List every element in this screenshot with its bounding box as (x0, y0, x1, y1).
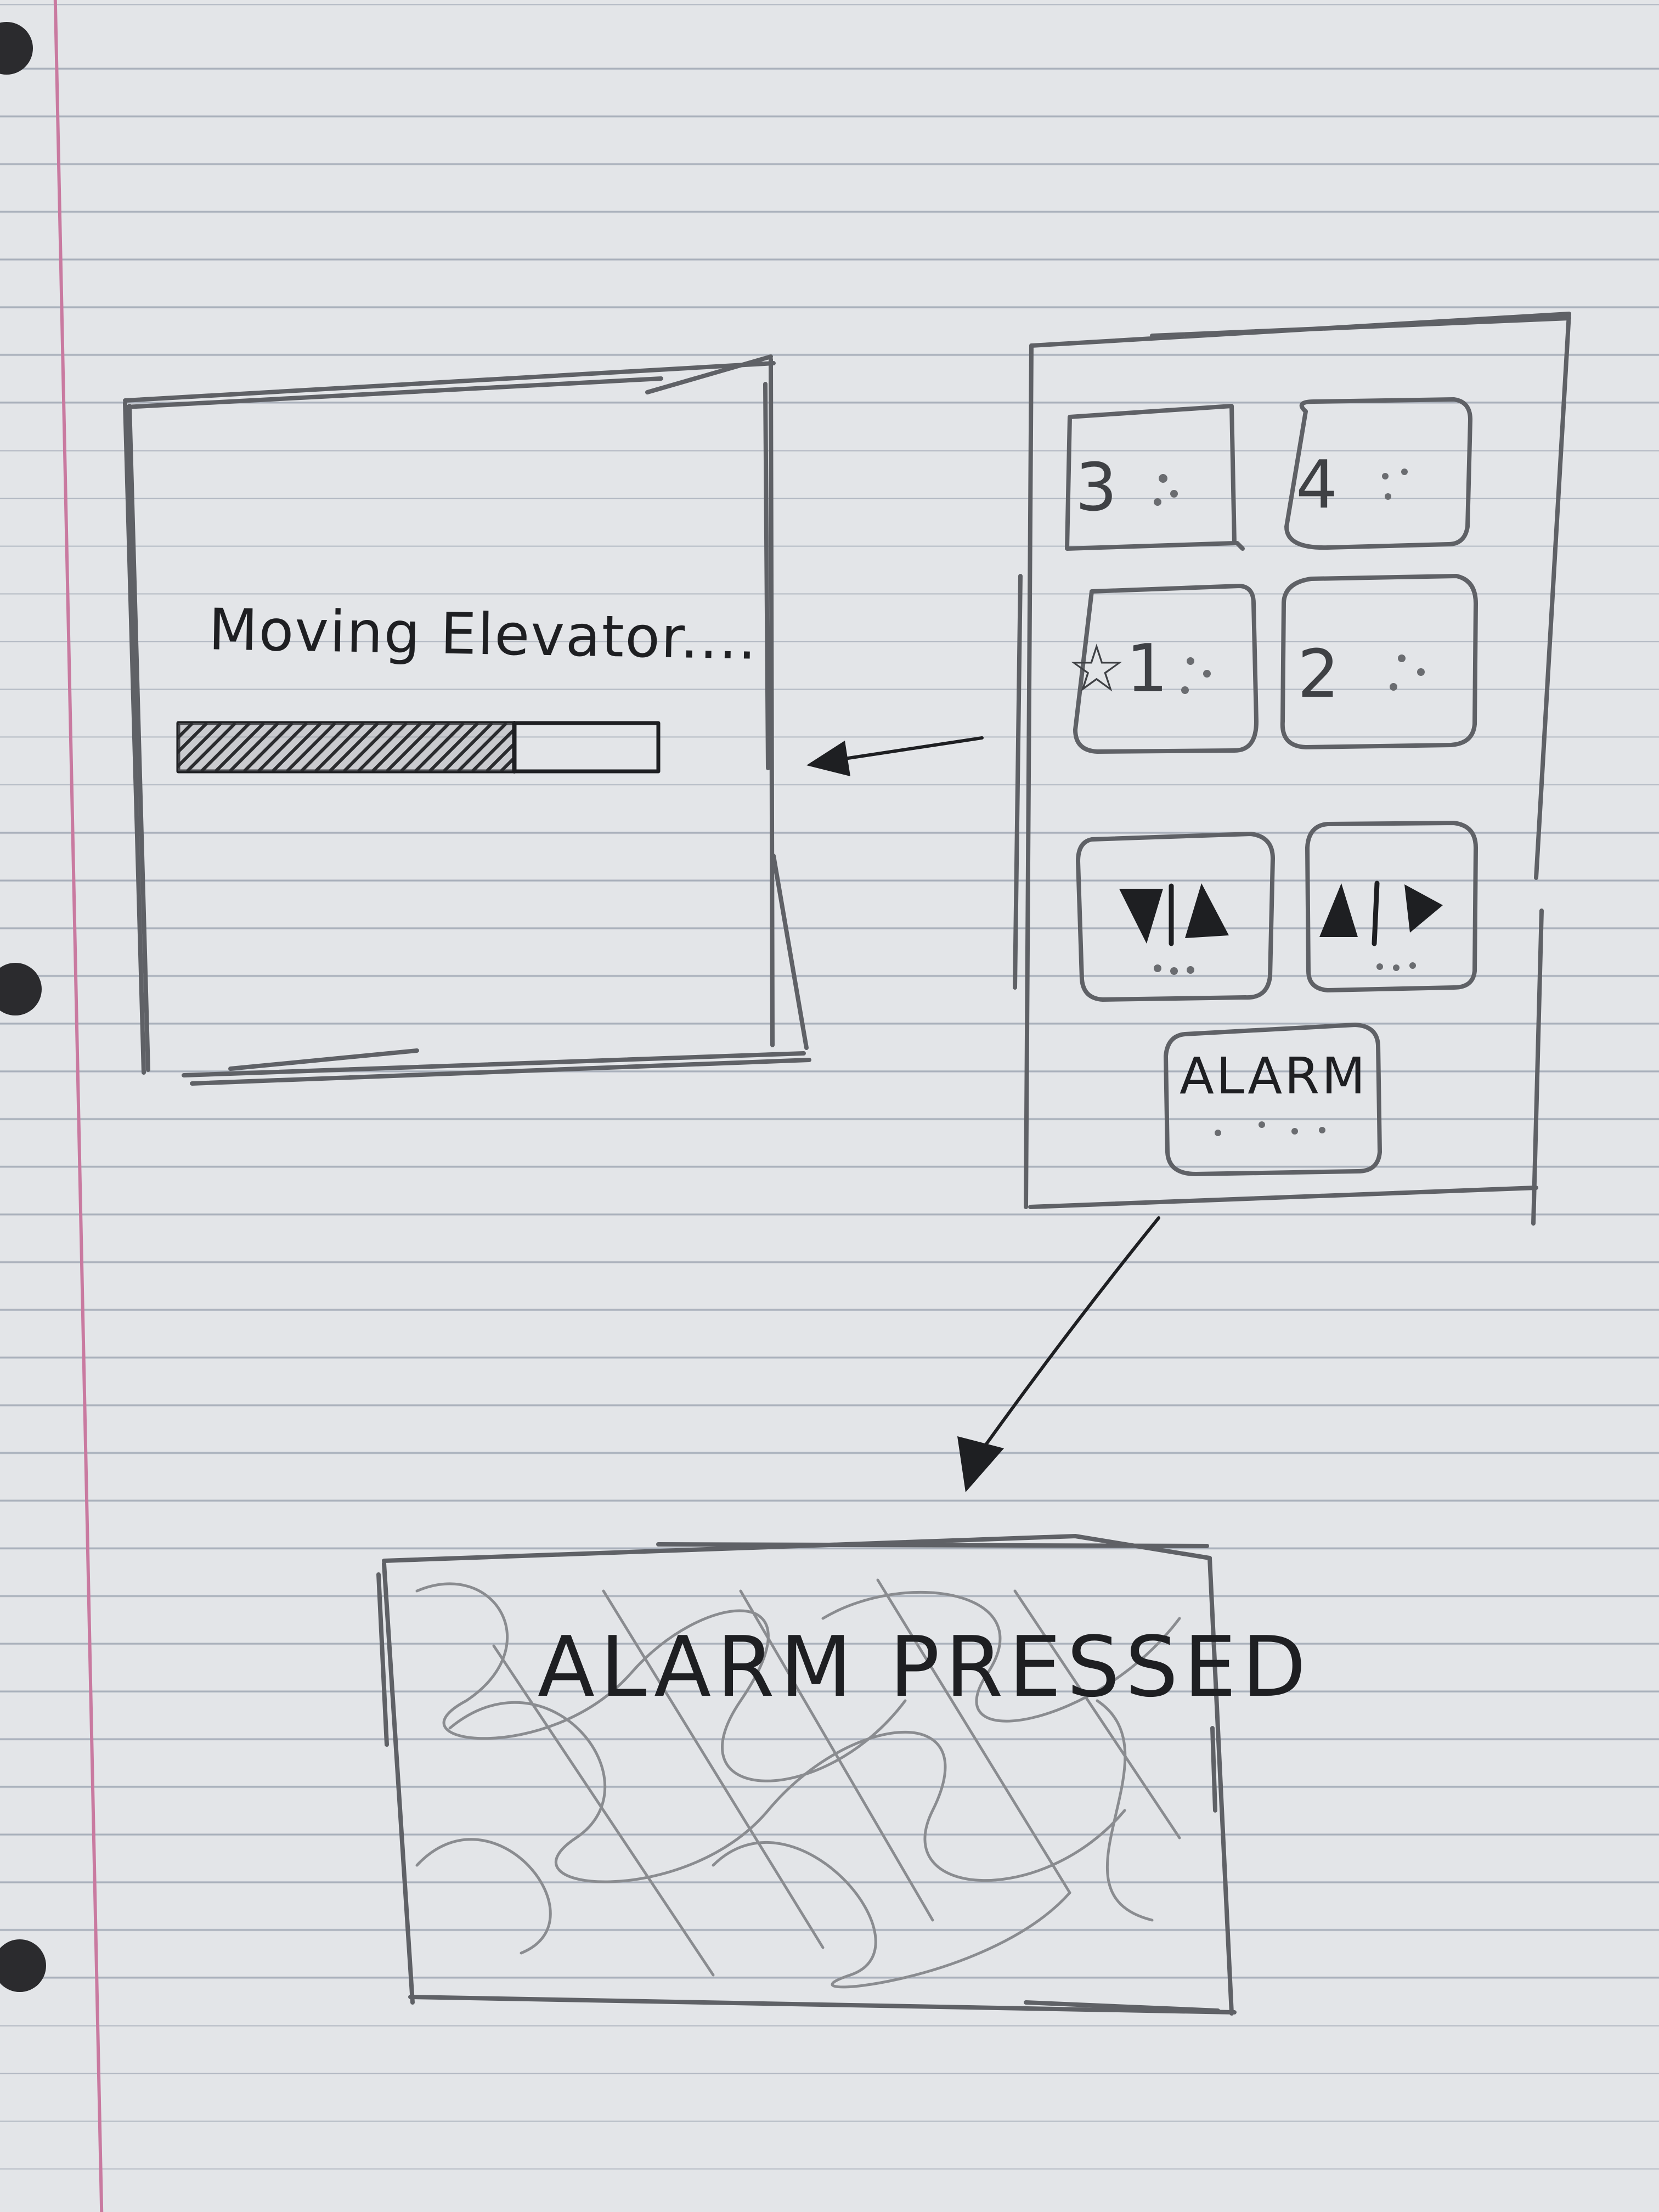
flow-arrow-to-alarm (957, 1216, 1160, 1492)
floor-button-1[interactable]: ☆1 (1067, 631, 1168, 707)
loading-message: Moving Elevator.... (208, 596, 758, 673)
elevator-panel-frame (1013, 312, 1571, 1226)
floor-button-2-outline (1280, 574, 1478, 749)
alarm-scribble-fill (415, 1578, 1181, 1989)
floor-button-2[interactable]: 2 (1297, 636, 1339, 713)
alarm-screen-frame (376, 1534, 1237, 2016)
close-doors-button-outline (1076, 832, 1275, 1002)
floor-button-2-label: 2 (1297, 636, 1340, 713)
open-doors-button-outline (1305, 821, 1478, 992)
loading-screen-frame (123, 354, 811, 1086)
doors-open-icon (1319, 881, 1443, 946)
close-doors-button[interactable] (1082, 837, 1273, 998)
floor-button-4-label: 4 (1296, 447, 1338, 523)
binder-hole (0, 963, 42, 1015)
progress-fill (178, 723, 515, 771)
floor-button-3-label: 3 (1075, 450, 1118, 526)
floor-button-1-label: ☆1 (1067, 631, 1168, 707)
open-doors-button[interactable] (1308, 824, 1476, 989)
flow-arrow-to-loading (806, 736, 984, 776)
floor-button-3-outline (1065, 404, 1245, 551)
doors-close-icon (1119, 883, 1229, 946)
alarm-button-outline (1164, 1023, 1382, 1176)
alarm-button[interactable]: ALARM (1180, 1047, 1368, 1105)
binder-hole (0, 1939, 46, 1992)
floor-button-4-outline (1284, 397, 1472, 550)
floor-button-1-outline (1073, 584, 1259, 754)
progress-bar (176, 721, 661, 774)
alarm-pressed-message: ALARM PRESSED (538, 1618, 1312, 1716)
floor-button-4[interactable]: 4 (1296, 447, 1338, 523)
braille-dots (1154, 469, 1425, 1136)
floor-button-3[interactable]: 3 (1075, 450, 1117, 526)
alarm-button-label: ALARM (1180, 1047, 1368, 1105)
